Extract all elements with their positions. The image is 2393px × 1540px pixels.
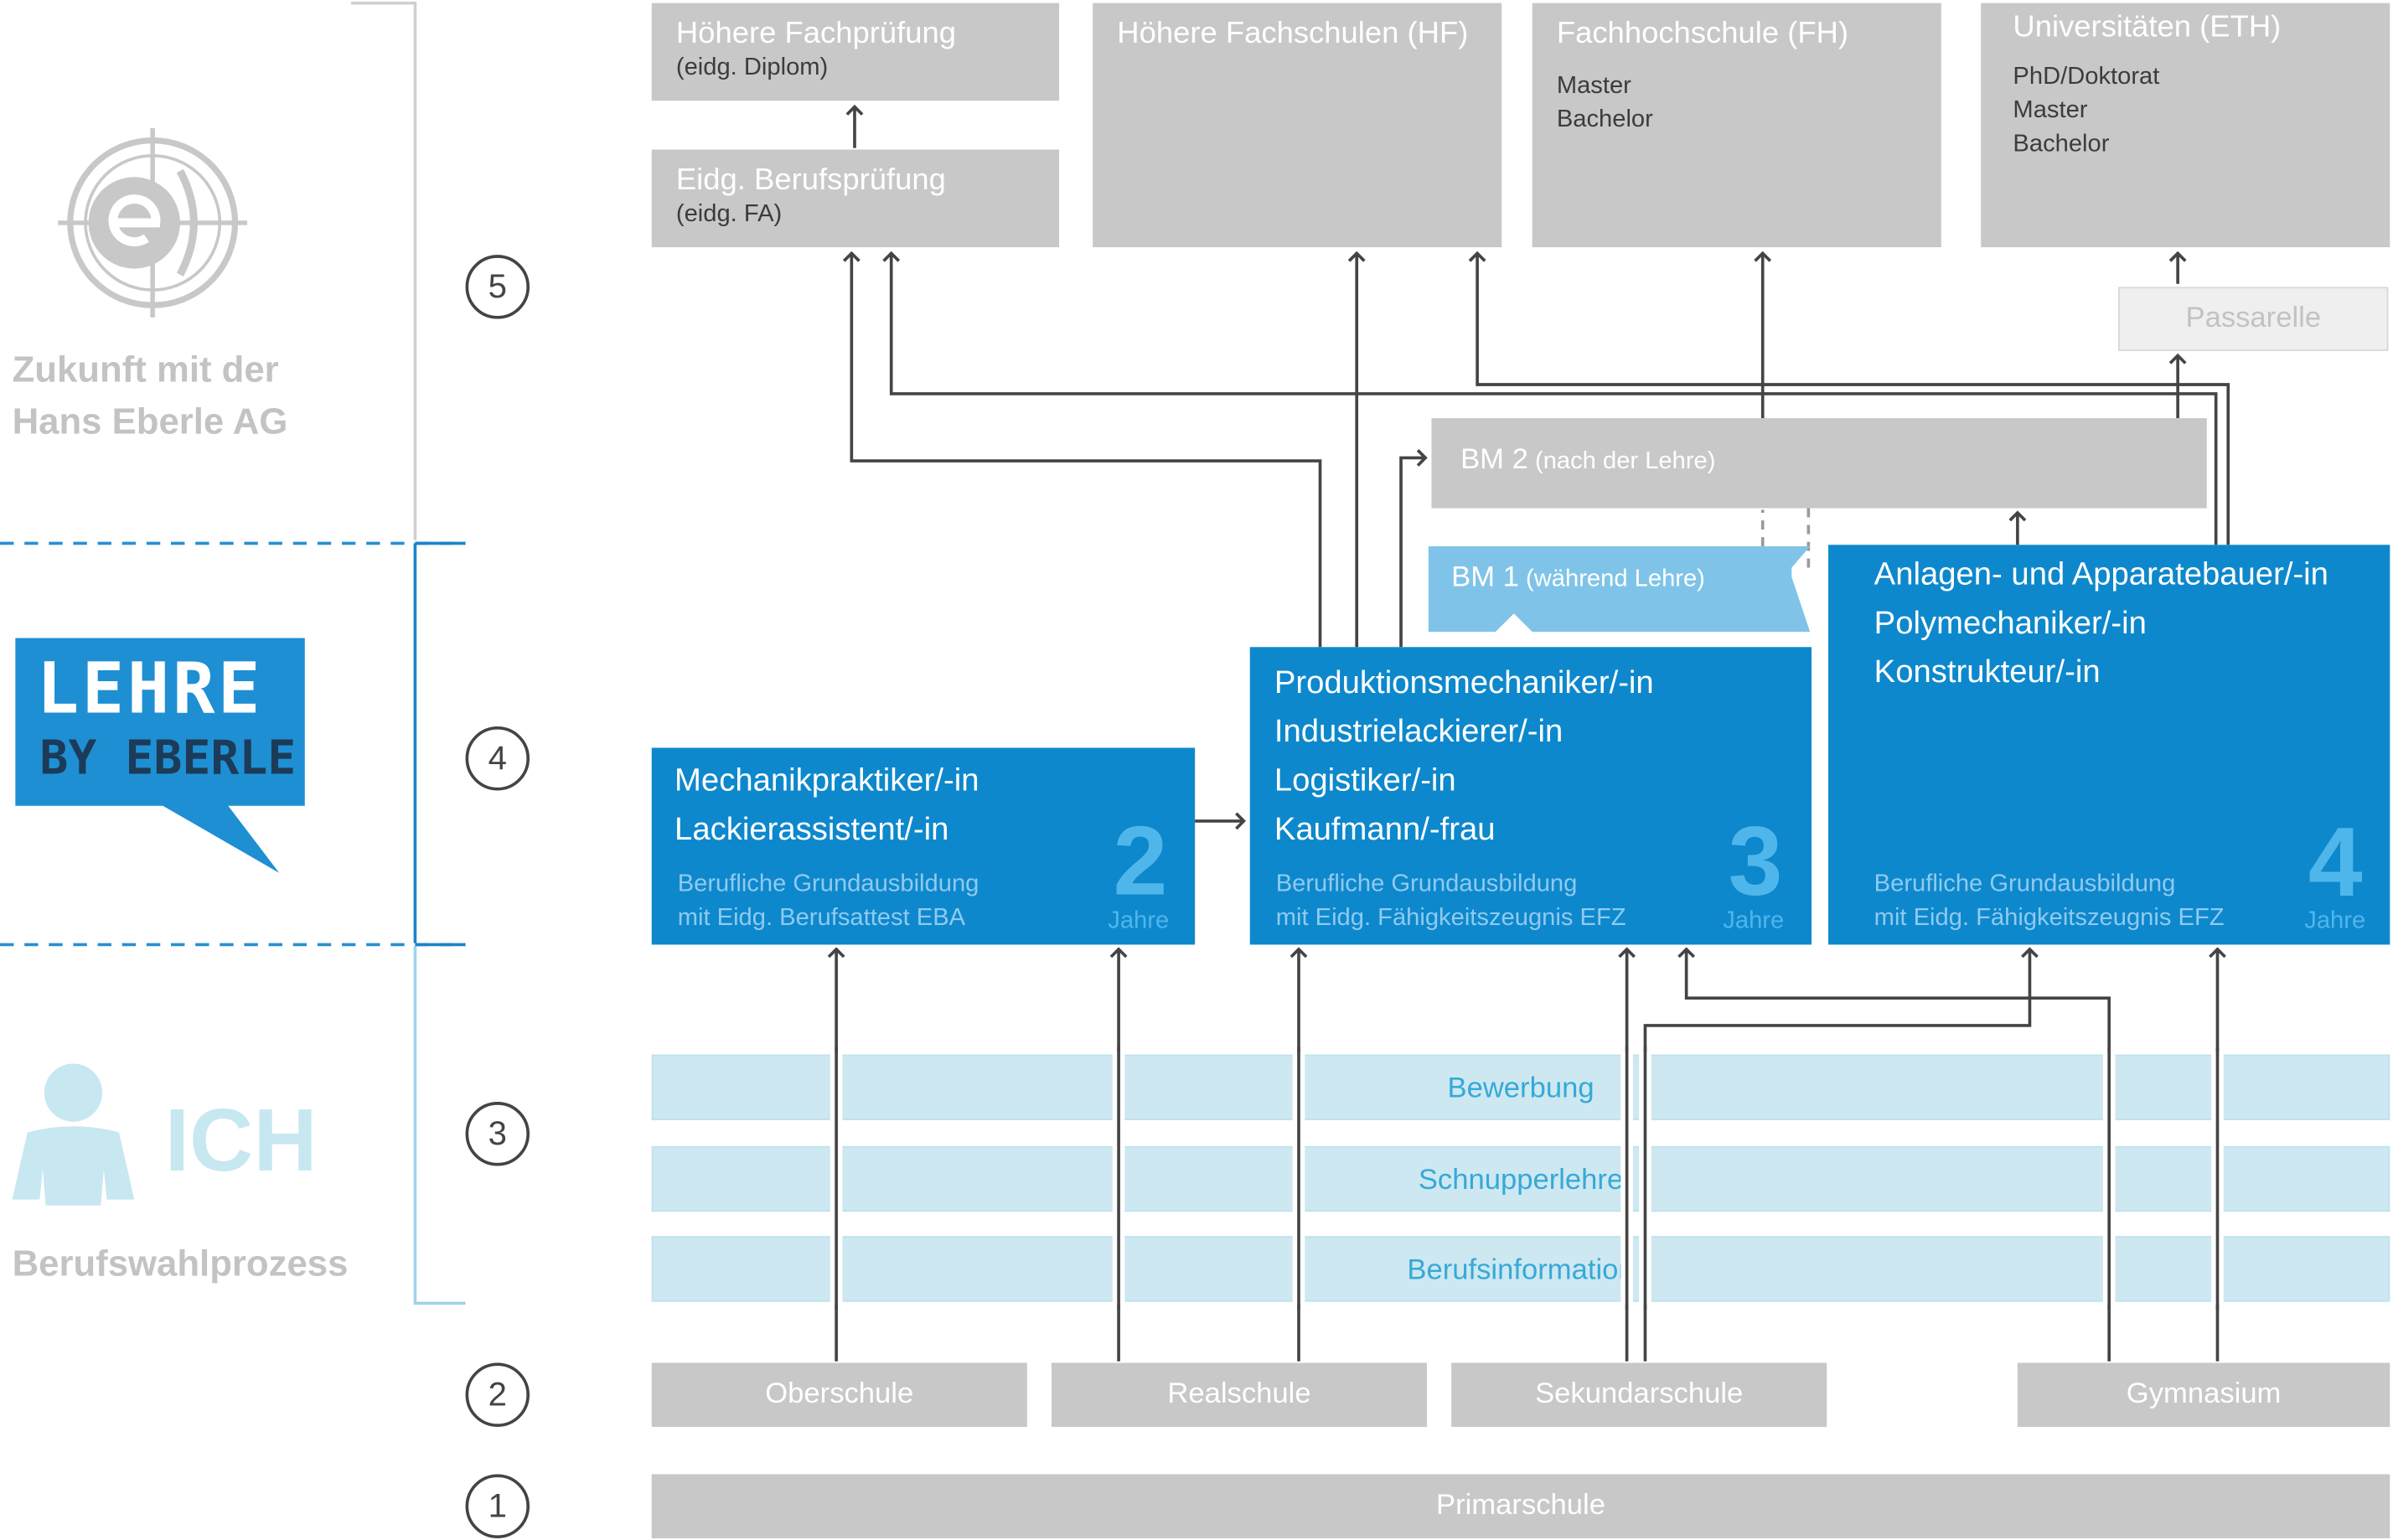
berufsinformation-label: Berufsinformation xyxy=(1407,1254,1635,1287)
years-number: 2 xyxy=(1113,805,1168,916)
fh-title: Fachhochschule (FH) xyxy=(1556,17,1849,51)
eba-description: Berufliche Grundausbildung mit Eidg. Ber… xyxy=(678,868,979,935)
desc-line: Berufliche Grundausbildung xyxy=(1874,871,2176,897)
bm1-shape xyxy=(1428,546,1811,633)
realschule-box: Realschule xyxy=(1051,1362,1428,1428)
hoehere-fachschulen-box: Höhere Fachschulen (HF) xyxy=(1093,3,1502,248)
by-eberle-text: BY EBERLE xyxy=(39,731,297,787)
fh-line: Bachelor xyxy=(1556,106,1653,133)
gymnasium-box: Gymnasium xyxy=(2017,1362,2390,1428)
hoehere-fachpruefung-box: Höhere Fachprüfung (eidg. Diplom) xyxy=(651,3,1060,101)
years-label: Jahre xyxy=(2304,907,2366,934)
job-item: Kaufmann/-frau xyxy=(1274,811,1496,847)
hfp-title: Höhere Fachprüfung xyxy=(675,17,957,51)
job-item: Anlagen- und Apparatebauer/-in xyxy=(1874,556,2328,592)
uni-line: PhD/Doktorat xyxy=(2013,64,2160,90)
uni-line: Bachelor xyxy=(2013,131,2110,158)
person-icon xyxy=(12,1063,135,1206)
oberschule-box: Oberschule xyxy=(651,1362,1027,1428)
bewerbung-band: Bewerbung xyxy=(651,1054,2390,1120)
fachhochschule-box: Fachhochschule (FH) Master Bachelor xyxy=(1532,3,1941,248)
primarschule-box: Primarschule xyxy=(651,1474,2390,1538)
berufswahl-label: Berufswahlprozess xyxy=(12,1243,349,1285)
level-4-badge: 4 xyxy=(465,726,530,791)
job-item: Polymechaniker/-in xyxy=(1874,606,2147,641)
desc-line: mit Eidg. Berufsattest EBA xyxy=(677,905,966,932)
lehre-logo-icon xyxy=(15,638,305,873)
desc-line: mit Eidg. Fähigkeitszeugnis EFZ xyxy=(1874,905,2225,932)
sekundarschule-box: Sekundarschule xyxy=(1451,1362,1827,1428)
eberle-logo-icon xyxy=(58,127,248,318)
bm1-box: BM 1 (während Lehre) xyxy=(1451,561,1705,595)
years-label: Jahre xyxy=(1723,907,1785,934)
level-5-badge: 5 xyxy=(465,255,530,319)
uni-line: Master xyxy=(2013,97,2088,124)
fh-line: Master xyxy=(1556,73,1631,100)
desc-line: Berufliche Grundausbildung xyxy=(1275,871,1578,897)
efz3-apprenticeship-box: Produktionsmechaniker/-in Industrielacki… xyxy=(1249,647,1812,945)
schnupperlehre-band: Schnupperlehre xyxy=(651,1145,2390,1212)
eba-apprenticeship-box: Mechanikpraktiker/-in Lackierassistent/-… xyxy=(651,747,1196,945)
efz4-apprenticeship-box: Anlagen- und Apparatebauer/-in Polymecha… xyxy=(1828,545,2390,945)
desc-line: mit Eidg. Fähigkeitszeugnis EFZ xyxy=(1275,905,1626,932)
zukunft-line1: Zukunft mit der xyxy=(12,349,279,391)
bm2-box: BM 2 (nach der Lehre) xyxy=(1431,418,2207,509)
ich-label: ICH xyxy=(164,1091,318,1191)
level-3-badge: 3 xyxy=(465,1102,530,1166)
bp-sub: (eidg. FA) xyxy=(675,201,783,228)
berufspruefung-box: Eidg. Berufsprüfung (eidg. FA) xyxy=(651,149,1060,248)
zukunft-line2: Hans Eberle AG xyxy=(12,401,288,443)
job-item: Konstrukteur/-in xyxy=(1874,654,2101,690)
lehre-logo-text: LEHRE xyxy=(36,647,264,730)
job-item: Produktionsmechaniker/-in xyxy=(1274,665,1654,701)
efz3-description: Berufliche Grundausbildung mit Eidg. Fäh… xyxy=(1276,868,1626,935)
job-item: Lackierassistent/-in xyxy=(674,811,949,847)
hfp-sub: (eidg. Diplom) xyxy=(675,54,829,81)
hf-title: Höhere Fachschulen (HF) xyxy=(1117,17,1469,51)
efz4-description: Berufliche Grundausbildung mit Eidg. Fäh… xyxy=(1874,868,2225,935)
bm2-label: BM 2 xyxy=(1460,444,1528,477)
zukunft-label: Zukunft mit der Hans Eberle AG xyxy=(13,345,288,449)
years-number: 4 xyxy=(2308,807,2363,917)
years-number: 3 xyxy=(1728,805,1783,916)
schnupperlehre-label: Schnupperlehre xyxy=(1418,1164,1624,1196)
bm1-label: BM 1 xyxy=(1451,561,1519,594)
bm2-sub: (nach der Lehre) xyxy=(1534,448,1716,475)
level-2-badge: 2 xyxy=(465,1362,530,1428)
job-item: Logistiker/-in xyxy=(1274,762,1456,798)
universitaeten-box: Universitäten (ETH) PhD/Doktorat Master … xyxy=(1981,3,2390,248)
berufsinformation-band: Berufsinformation xyxy=(651,1236,2390,1302)
desc-line: Berufliche Grundausbildung xyxy=(677,871,979,897)
bm1-sub: (während Lehre) xyxy=(1526,566,1705,592)
passarelle-box: Passarelle xyxy=(2118,287,2389,351)
years-label: Jahre xyxy=(1108,907,1170,934)
job-item: Mechanikpraktiker/-in xyxy=(674,762,979,798)
uni-title: Universitäten (ETH) xyxy=(2013,10,2282,44)
bewerbung-label: Bewerbung xyxy=(1447,1072,1594,1105)
bp-title: Eidg. Berufsprüfung xyxy=(675,163,946,197)
job-item: Industrielackierer/-in xyxy=(1274,714,1563,750)
level-1-badge: 1 xyxy=(465,1474,530,1538)
